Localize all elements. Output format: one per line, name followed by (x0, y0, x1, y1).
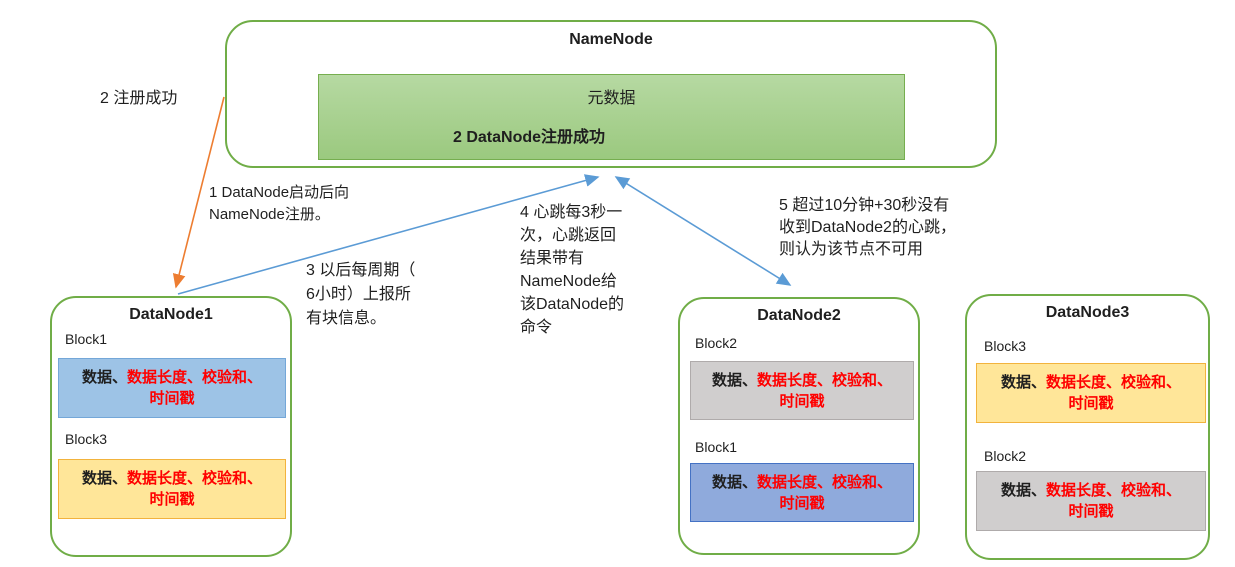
block-text-red: 时间戳 (1068, 395, 1114, 412)
annotation-step4: 4 心跳每3秒一 次，心跳返回 结果带有 NameNode给 该DataNode… (520, 204, 625, 336)
block-text-red: 数据长度、校验和、 (757, 372, 893, 389)
annotation-step3: 3 以后每周期（ 6小时）上报所 有块信息。 (306, 262, 416, 327)
block-box: 数据、数据长度、校验和、 时间戳 (58, 459, 286, 519)
block-box: 数据、数据长度、校验和、 时间戳 (690, 361, 914, 420)
block-text-red: 数据长度、校验和、 (1046, 374, 1182, 391)
namenode-title: NameNode (569, 31, 653, 48)
datanode1-box: DataNode1 Block1 数据、数据长度、校验和、 时间戳 Block3… (50, 296, 292, 557)
block-text-red: 时间戳 (779, 393, 825, 410)
block-box: 数据、数据长度、校验和、 时间戳 (976, 363, 1206, 423)
block-text-red: 时间戳 (1068, 503, 1114, 520)
metadata-box: 元数据 2 DataNode注册成功 (318, 74, 905, 160)
datanode3-title: DataNode3 (1045, 304, 1130, 321)
block-label: Block3 (65, 431, 108, 447)
block-label: Block2 (984, 448, 1027, 464)
block-text-red: 数据长度、校验和、 (127, 470, 263, 487)
annotation-register-success: 2 注册成功 (100, 90, 178, 107)
datanode1-title: DataNode1 (129, 306, 213, 323)
block-text-black: 数据、 (81, 470, 127, 487)
block-text-black: 数据、 (711, 372, 757, 389)
metadata-label: 元数据 (587, 90, 636, 107)
datanode3-box: DataNode3 Block3 数据、数据长度、校验和、 时间戳 Block2… (965, 294, 1210, 560)
block-text-black: 数据、 (1000, 482, 1046, 499)
annotation-step5: 5 超过10分钟+30秒没有 收到DataNode2的心跳， 则认为该节点不可用 (779, 197, 956, 258)
block-text-black: 数据、 (1000, 374, 1046, 391)
block-box: 数据、数据长度、校验和、 时间戳 (690, 463, 914, 522)
block-box: 数据、数据长度、校验和、 时间戳 (58, 358, 286, 418)
block-text-red: 时间戳 (149, 491, 195, 508)
block-text-red: 时间戳 (779, 495, 825, 512)
block-label: Block1 (695, 439, 738, 455)
datanode2-title: DataNode2 (757, 307, 841, 324)
block-text-red: 数据长度、校验和、 (127, 369, 263, 386)
block-text-black: 数据、 (81, 369, 127, 386)
block-box: 数据、数据长度、校验和、 时间戳 (976, 471, 1206, 531)
block-text-red: 时间戳 (149, 390, 195, 407)
block-label: Block3 (984, 338, 1027, 354)
block-text-black: 数据、 (711, 474, 757, 491)
namenode-box: NameNode 元数据 2 DataNode注册成功 (225, 20, 997, 168)
annotation-step1: 1 DataNode启动后向 NameNode注册。 (209, 184, 350, 223)
arrow-heartbeat (614, 176, 792, 286)
block-label: Block1 (65, 331, 108, 347)
datanode2-box: DataNode2 Block2 数据、数据长度、校验和、 时间戳 Block1… (678, 297, 920, 555)
block-text-red: 数据长度、校验和、 (1046, 482, 1182, 499)
block-text-red: 数据长度、校验和、 (757, 474, 893, 491)
block-label: Block2 (695, 335, 738, 351)
register-success-note: 2 DataNode注册成功 (453, 129, 606, 146)
